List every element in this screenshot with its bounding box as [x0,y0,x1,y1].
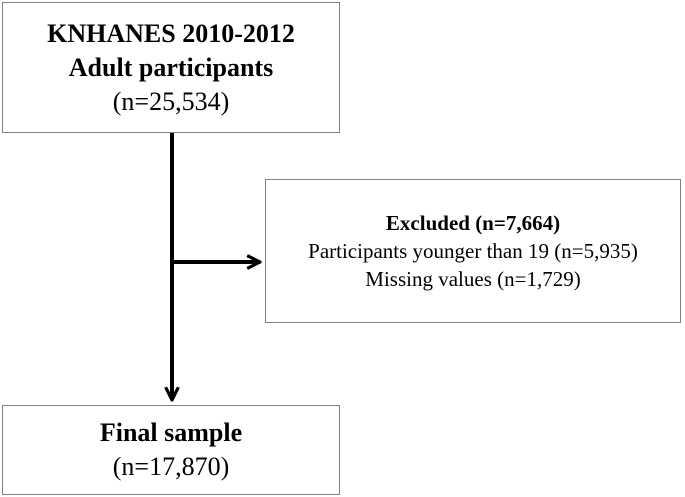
source-title: KNHANES 2010-2012 [47,18,295,48]
source-count: (n=25,534) [112,86,230,116]
final-sample-box: Final sample (n=17,870) [2,405,340,495]
excluded-box: Excluded (n=7,664) Participants younger … [265,179,681,323]
source-subtitle: Adult participants [68,52,274,82]
excluded-title: Excluded (n=7,664) [385,211,561,235]
excluded-reason-missing: Missing values (n=1,729) [365,267,581,291]
final-title: Final sample [99,418,243,447]
excluded-reason-age: Participants younger than 19 (n=5,935) [308,239,638,263]
source-population-box: KNHANES 2010-2012 Adult participants (n=… [2,2,340,133]
final-count: (n=17,870) [112,452,230,481]
